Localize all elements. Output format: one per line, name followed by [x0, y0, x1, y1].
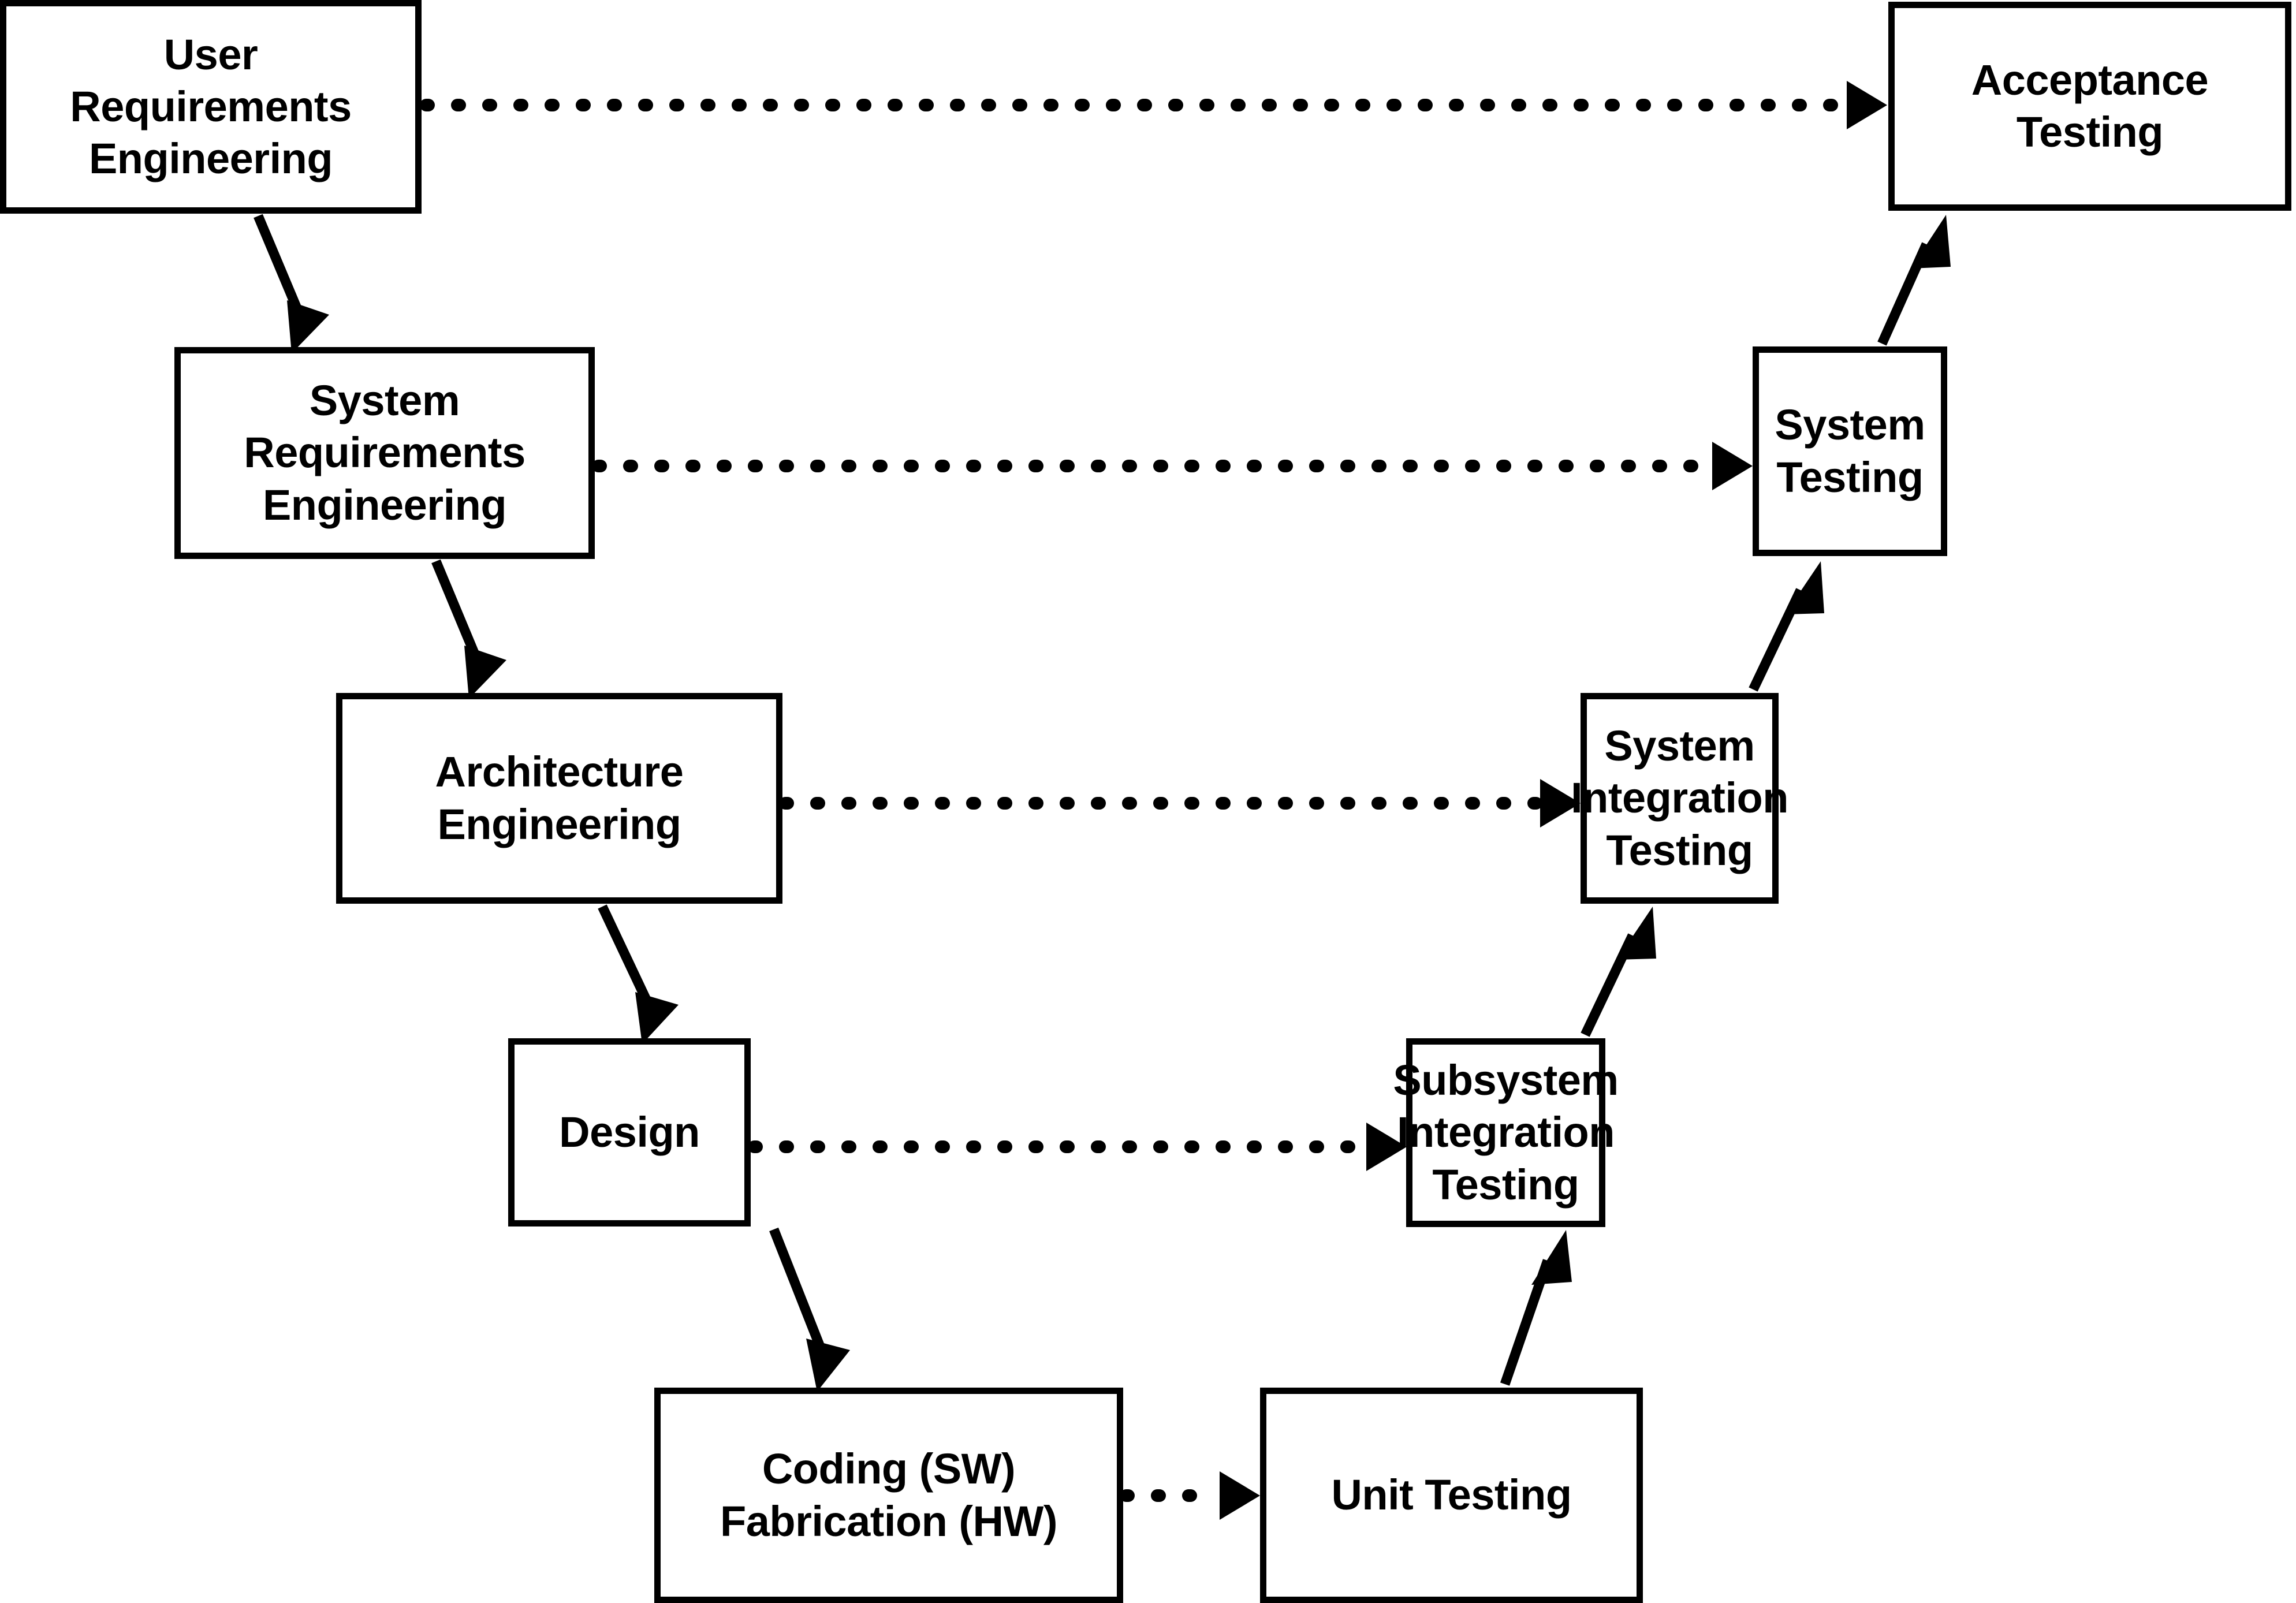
node-label-line: User [163, 30, 258, 79]
node-label-line: System [1604, 722, 1755, 770]
connector-verify-architecture-to-system-integration [779, 779, 1581, 827]
node-system-integration-testing[interactable]: System Integration Testing [1571, 693, 1788, 904]
node-label-line: Testing [1606, 826, 1753, 874]
node-subsystem-integration-testing[interactable]: Subsystem Integration Testing [1393, 1038, 1619, 1227]
connector-verify-system-requirements-to-system-testing [592, 442, 1753, 490]
connector-flow-architecture-to-design [598, 904, 679, 1044]
node-coding-fabrication[interactable]: Coding (SW) Fabrication (HW) [654, 1388, 1123, 1603]
node-design[interactable]: Design [508, 1038, 751, 1227]
connector-flow-system-requirements-to-architecture [431, 559, 506, 699]
connector-flow-unit-testing-to-subsystem-integration [1500, 1230, 1572, 1386]
node-label-line: System [309, 376, 460, 425]
node-label-line: Testing [2016, 108, 2164, 156]
connector-verify-coding-to-unit-testing [1120, 1471, 1260, 1520]
node-label-line: Integration [1397, 1108, 1615, 1157]
node-label-line: Coding (SW) [762, 1445, 1016, 1493]
node-label-line: Requirements [70, 82, 352, 131]
connector-flow-design-to-coding [769, 1227, 850, 1392]
node-label-line: Acceptance [1971, 55, 2209, 104]
connector-flow-user-to-system-requirements [254, 214, 329, 353]
node-label-line: Subsystem [1393, 1056, 1619, 1105]
connector-verify-user-requirements-to-acceptance [420, 81, 1887, 129]
solid-connectors [254, 214, 1951, 1392]
connector-verify-design-to-subsystem-integration [748, 1123, 1407, 1171]
node-label-line: Engineering [437, 800, 681, 848]
connector-flow-system-testing-to-acceptance [1877, 215, 1951, 346]
node-unit-testing[interactable]: Unit Testing [1260, 1388, 1643, 1603]
node-label-line: Engineering [88, 135, 333, 183]
node-user-requirements-engineering[interactable]: User Requirements Engineering [0, 0, 422, 214]
node-label-line: Testing [1432, 1160, 1579, 1209]
node-label-line: System [1775, 401, 1925, 449]
connector-flow-system-integration-to-system-testing [1749, 561, 1824, 692]
node-label-line: Requirements [244, 428, 525, 477]
dotted-connectors [420, 81, 1887, 1520]
node-system-testing[interactable]: System Testing [1753, 346, 1947, 556]
node-architecture-engineering[interactable]: Architecture Engineering [336, 693, 782, 904]
node-acceptance-testing[interactable]: Acceptance Testing [1888, 2, 2291, 211]
connector-flow-subsystem-to-system-integration [1581, 907, 1656, 1037]
node-label-line: Fabrication (HW) [720, 1497, 1057, 1545]
node-label-line: Architecture [435, 748, 684, 796]
node-system-requirements-engineering[interactable]: System Requirements Engineering [174, 347, 595, 559]
node-label-line: Testing [1776, 453, 1924, 501]
node-label-line: Design [559, 1108, 700, 1156]
node-label-line: Integration [1571, 774, 1788, 822]
node-label-line: Engineering [262, 480, 507, 529]
node-label-line: Unit Testing [1331, 1471, 1572, 1519]
